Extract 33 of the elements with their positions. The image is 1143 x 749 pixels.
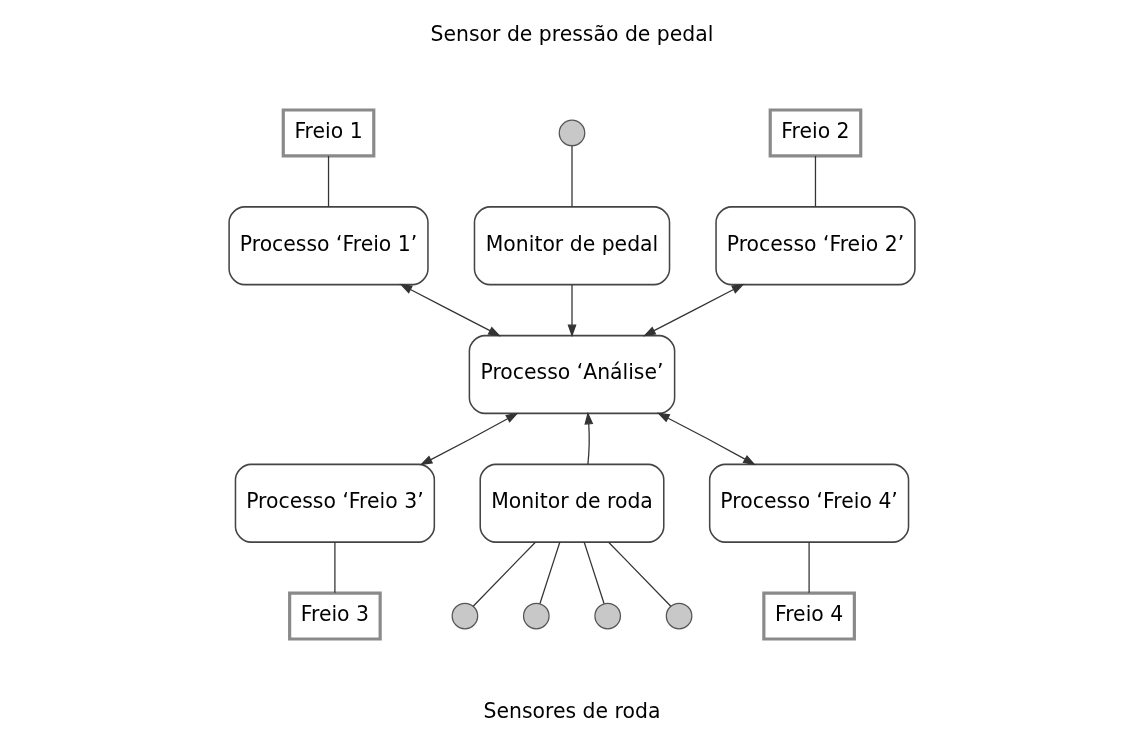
arrow: [419, 412, 518, 466]
connector: [538, 541, 560, 605]
connector: [472, 541, 536, 607]
node-circle: [665, 602, 692, 630]
node-circle: [593, 602, 621, 630]
connector: [333, 541, 336, 594]
node-box: Processo ‘Freio 4’: [708, 463, 909, 543]
node-box: Processo ‘Freio 1’: [227, 206, 429, 286]
connector: [327, 155, 329, 208]
node-box: Freio 1: [281, 108, 375, 158]
connector: [607, 541, 671, 607]
label: Sensores de roda: [483, 698, 660, 723]
connector: [583, 541, 605, 605]
node-circle: [558, 119, 585, 147]
node-circle: [451, 602, 478, 630]
arrow: [656, 412, 756, 466]
node-box: Processo ‘Análise’: [468, 334, 675, 415]
arrow: [642, 283, 744, 337]
connector: [814, 155, 816, 208]
node-box: Monitor de pedal: [473, 206, 670, 286]
arrow: [567, 284, 576, 338]
arrow: [399, 283, 501, 337]
arrow: [583, 411, 593, 465]
node-circle: [522, 602, 550, 630]
connector: [807, 541, 810, 594]
node-box: Freio 4: [761, 591, 856, 641]
node-box: Freio 2: [768, 108, 862, 158]
connector: [570, 145, 573, 208]
node-box: Freio 3: [287, 591, 382, 641]
node-label: Sensor de pressão de pedal: [430, 21, 713, 46]
node-box: Monitor de roda: [478, 463, 665, 543]
node-box: Processo ‘Freio 3’: [234, 463, 435, 543]
node-box: Processo ‘Freio 2’: [714, 206, 916, 286]
